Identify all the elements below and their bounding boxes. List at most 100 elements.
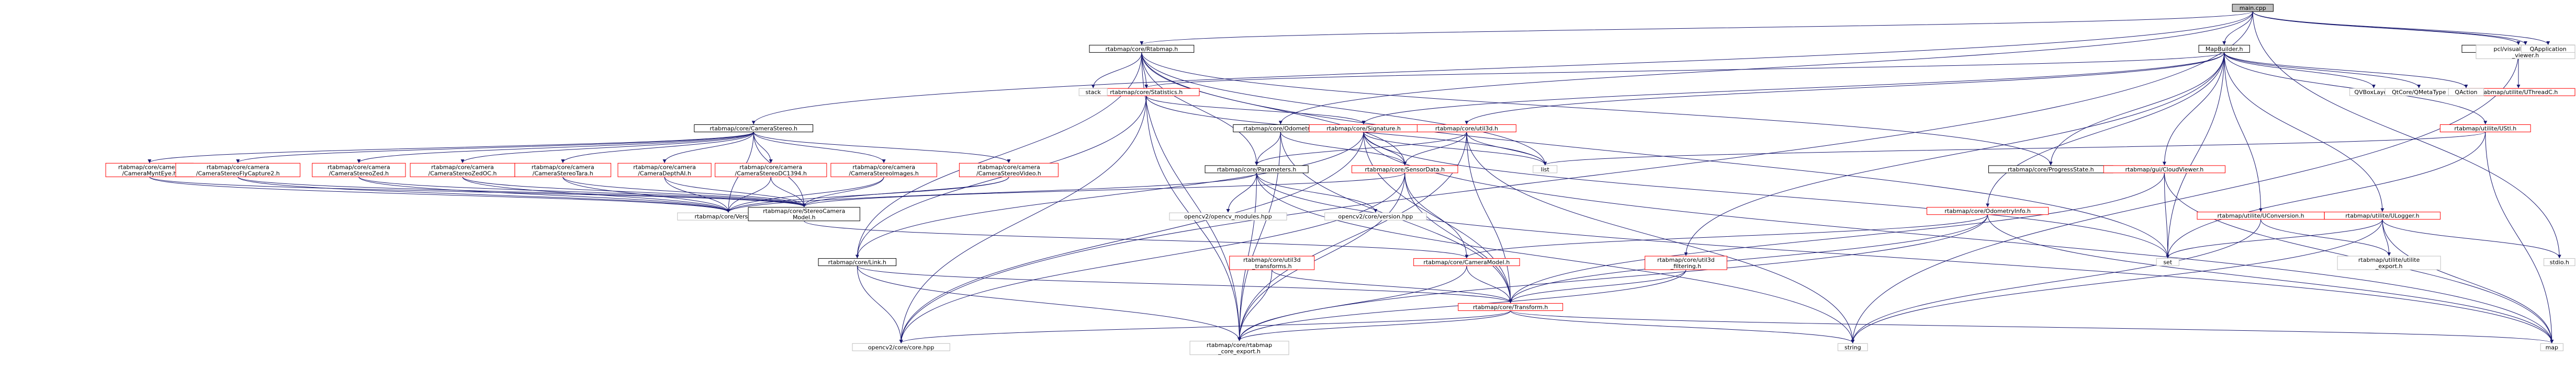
edge-rtabmap_h-to-core_export [1141, 52, 1242, 341]
node-sensordata[interactable]: rtabmap/core/SensorData.h [1352, 165, 1458, 174]
edge-transforms-to-transform [1272, 269, 1513, 304]
edge-video-to-stereomodel [802, 177, 1009, 207]
node-ustl[interactable]: rtabmap/utilite/UStl.h [2439, 124, 2531, 133]
node-statistics[interactable]: rtabmap/core/Statistics.h [1093, 88, 1200, 96]
node-parameters[interactable]: rtabmap/core/Parameters.h [1205, 165, 1309, 174]
node-util3d[interactable]: rtabmap/core/util3d.h [1416, 124, 1516, 133]
node-string[interactable]: string [1837, 343, 1868, 351]
edge-transform-to-core_export [1238, 310, 1511, 341]
node-label: rtabmap/core/rtabmap [1207, 342, 1272, 349]
node-set[interactable]: set [2156, 258, 2179, 267]
edge-camerastereo-to-depthai [662, 132, 754, 164]
node-rtabmap_h[interactable]: rtabmap/core/Rtabmap.h [1089, 44, 1195, 53]
node-label: string [1844, 344, 1861, 351]
edge-sensordata-to-stereomodel [802, 172, 1405, 207]
edge-tara-to-stereomodel [563, 177, 806, 207]
node-label: opencv2/core/version.hpp [1338, 213, 1413, 220]
node-label: /CameraStereoImages.h [849, 170, 918, 177]
node-box [818, 258, 897, 267]
node-core_export[interactable]: rtabmap/core/rtabmap_core_export.h [1189, 341, 1289, 355]
node-box [1837, 343, 1868, 351]
node-zed[interactable]: rtabmap/core/camera/CameraStereoZed.h [312, 163, 406, 177]
node-utilite_export[interactable]: rtabmap/utilite/utilite_export.h [2337, 256, 2441, 270]
node-label: rtabmap/core/ProgressState.h [2008, 166, 2094, 173]
node-odometryinfo[interactable]: rtabmap/core/OdometryInfo.h [1926, 207, 2049, 215]
edge-flycapture-to-version [238, 176, 730, 213]
node-box [2544, 258, 2575, 267]
node-conversion_hpp[interactable]: opencv2/core/version.hpp [1324, 212, 1427, 221]
edge-mapbuilder-to-filtering [1684, 52, 2225, 256]
edge-camerastereo-to-tara [561, 132, 754, 164]
node-label: rtabmap/core/camera [852, 164, 915, 170]
edge-uthread-to-string [1851, 52, 2519, 343]
node-transforms[interactable]: rtabmap/core/util3d_transforms.h [1229, 256, 1315, 270]
node-link[interactable]: rtabmap/core/Link.h [818, 258, 897, 267]
node-qapplication[interactable]: QApplication [2521, 44, 2575, 53]
edge-odometry-to-parameters [1255, 132, 1281, 166]
node-box [617, 163, 712, 177]
node-modules[interactable]: opencv2/opencv_modules.hpp [1169, 212, 1287, 221]
edge-dc1394-to-stereomodel [770, 177, 806, 207]
node-images[interactable]: rtabmap/core/camera/CameraStereoImages.h [830, 163, 937, 177]
edge-stereomodel-to-cameramodel [804, 221, 1469, 259]
node-qaction[interactable]: QAction [2448, 88, 2484, 96]
node-label: rtabmap/core/Transform.h [1473, 304, 1548, 310]
node-label: set [2163, 259, 2172, 266]
node-qmetatype[interactable]: QtCore/QMetaType [2384, 88, 2454, 96]
node-dc1394[interactable]: rtabmap/core/camera/CameraStereoDC1394.h [715, 163, 827, 177]
node-list[interactable]: list [1533, 165, 1558, 174]
node-box [175, 163, 300, 177]
node-cameramodel[interactable]: rtabmap/core/CameraModel.h [1413, 258, 1520, 267]
node-cloudviewer[interactable]: rtabmap/gui/CloudViewer.h [2103, 165, 2225, 174]
node-signature[interactable]: rtabmap/core/Signature.h [1309, 124, 1419, 133]
node-odometry[interactable]: rtabmap/core/Odometry.h [1233, 124, 1329, 133]
edge-rtabmap_h-to-set [1141, 52, 2170, 259]
node-video[interactable]: rtabmap/core/camera/CameraStereoVideo.h [959, 163, 1059, 177]
edge-ulogger-to-set [2166, 219, 2383, 259]
node-uconversion[interactable]: rtabmap/utilite/UConversion.h [2197, 212, 2325, 220]
node-box [694, 124, 814, 133]
node-tara[interactable]: rtabmap/core/camera/CameraStereoTara.h [514, 163, 611, 177]
node-zedoc[interactable]: rtabmap/core/camera/CameraStereoZedOC.h [410, 163, 515, 177]
node-map[interactable]: map [2540, 343, 2563, 351]
node-mapbuilder[interactable]: MapBuilder.h [2198, 44, 2250, 53]
edge-camerastereo-to-flycapture [236, 132, 754, 164]
node-label: /CameraStereoTara.h [533, 170, 593, 177]
node-label: opencv2/core/core.hpp [868, 344, 935, 351]
node-label: _filtering.h [1670, 263, 1702, 270]
node-label: /CameraStereoZedOC.h [429, 170, 497, 177]
node-box [1352, 165, 1458, 174]
node-depthai[interactable]: rtabmap/core/camera/CameraDepthAI.h [617, 163, 712, 177]
edge-odometryinfo-to-map [1987, 214, 2554, 343]
node-label: opencv2/opencv_modules.hpp [1184, 213, 1272, 220]
nodes-layer: main.cpprtabmap/core/Rtabmap.hrtabmap/co… [105, 4, 2575, 355]
node-filtering[interactable]: rtabmap/core/util3d_filtering.h [1645, 256, 1727, 270]
node-box [312, 163, 406, 177]
node-stack[interactable]: stack [1078, 88, 1108, 96]
node-label: rtabmap/core/camera [633, 164, 696, 170]
node-label: rtabmap/core/camera [532, 164, 594, 170]
edge-util3d-to-list [1466, 132, 1547, 166]
edge-rtabmap_h-to-parameters [1141, 52, 1259, 166]
edge-images-to-stereomodel [802, 177, 884, 207]
node-label: rtabmap/core/OdometryInfo.h [1944, 208, 2031, 215]
node-ulogger[interactable]: rtabmap/utilite/ULogger.h [2324, 212, 2441, 220]
node-label: rtabmap/core/util3d [1657, 257, 1715, 263]
node-label: _core_export.h [1218, 348, 1261, 355]
node-camerastereo[interactable]: rtabmap/core/CameraStereo.h [694, 124, 814, 133]
node-transform[interactable]: rtabmap/core/Transform.h [1458, 303, 1563, 311]
node-flycapture[interactable]: rtabmap/core/camera/CameraStereoFlyCaptu… [175, 163, 300, 177]
node-stdio[interactable]: stdio.h [2544, 258, 2575, 267]
edge-parameters-to-version [726, 172, 1257, 213]
edge-camerastereo-to-myntaeye [148, 132, 754, 164]
edge-util3d-to-sensordata [1403, 132, 1467, 166]
node-opencv_core[interactable]: opencv2/core/core.hpp [852, 343, 950, 351]
edge-transforms-to-core_export [1238, 270, 1273, 341]
node-label: rtabmap/core/camera [977, 164, 1040, 170]
node-label: /CameraDepthAI.h [638, 170, 691, 177]
edge-rtabmap_h-to-link [855, 52, 1142, 259]
node-box [1533, 165, 1558, 174]
node-progressstate[interactable]: rtabmap/core/ProgressState.h [1988, 165, 2113, 174]
node-box [1205, 165, 1309, 174]
